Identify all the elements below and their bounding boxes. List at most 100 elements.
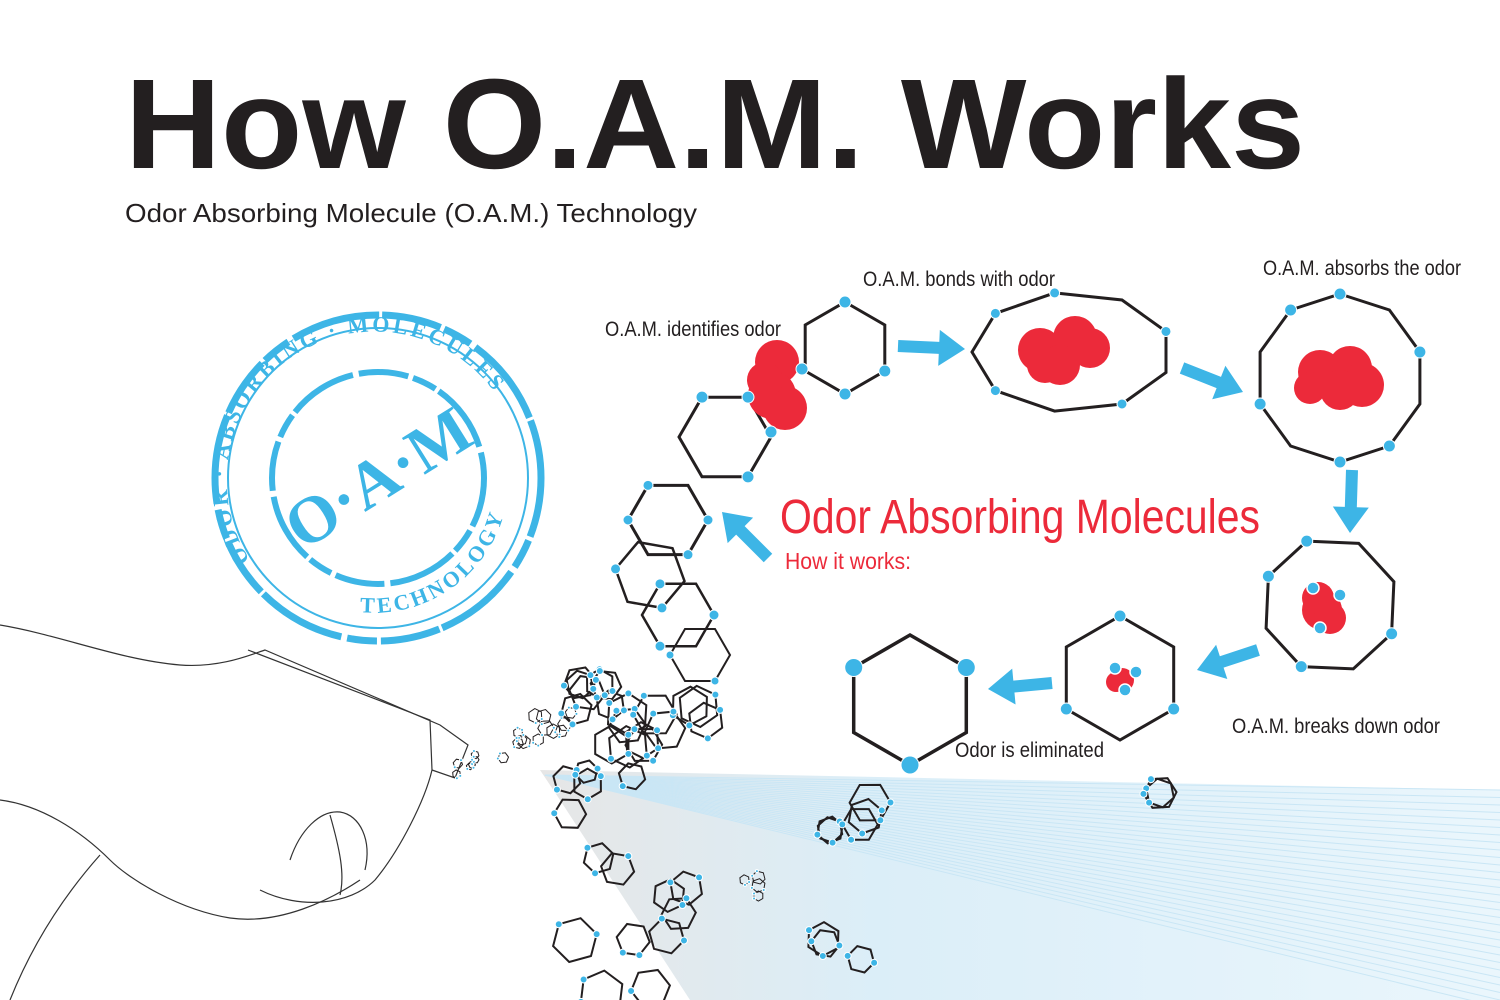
blue-dot — [514, 735, 519, 740]
blue-dot — [1382, 439, 1396, 453]
spray-line — [544, 774, 1500, 918]
blue-dot — [553, 730, 558, 735]
blue-dot — [843, 951, 852, 960]
spray-line — [544, 774, 1500, 798]
page-subtitle: Odor Absorbing Molecule (O.A.M.) Technol… — [125, 198, 697, 228]
step-label-absorbs: O.A.M. absorbs the odor — [1263, 257, 1461, 280]
blue-dot — [514, 739, 519, 744]
step-label-bonds: O.A.M. bonds with odor — [863, 268, 1055, 291]
blue-dot — [682, 894, 691, 903]
spray-line — [544, 774, 1500, 933]
spray-line — [544, 774, 1500, 813]
blue-dot — [1118, 683, 1132, 697]
arrow — [1332, 469, 1369, 533]
blue-dot — [669, 707, 678, 716]
blue-dot — [606, 754, 615, 763]
blue-dot — [619, 706, 628, 715]
blue-dot — [1306, 581, 1320, 595]
spray-line — [544, 774, 1500, 866]
blue-dot — [870, 958, 879, 967]
blue-dot — [876, 816, 885, 825]
blue-dot — [586, 671, 595, 680]
blue-dot — [679, 936, 688, 945]
blue-dot — [1385, 627, 1399, 641]
blue-dot — [642, 751, 651, 760]
hexagon-molecule — [589, 669, 623, 701]
blue-dot — [1129, 665, 1143, 679]
spray-line — [544, 774, 1500, 1000]
hexagon-molecule — [535, 708, 552, 725]
blue-dot — [666, 878, 675, 887]
blue-dot — [624, 749, 633, 758]
spray-line — [544, 774, 1500, 956]
hexagon-molecule — [970, 291, 1168, 413]
blue-dot — [1333, 455, 1347, 469]
blue-dot — [579, 975, 588, 984]
blue-dot — [471, 765, 476, 770]
spray-line — [544, 774, 1500, 926]
hexagon-molecule — [626, 483, 710, 557]
blue-dot — [627, 986, 636, 995]
blue-dot — [583, 795, 592, 804]
blue-dot — [1261, 569, 1275, 583]
stamp-center-text: O·A·M — [272, 393, 485, 564]
blue-dot — [521, 732, 526, 737]
blue-dot — [877, 806, 886, 815]
blue-dot — [989, 307, 1001, 319]
blue-dot — [618, 948, 627, 957]
blue-dot — [1294, 660, 1308, 674]
blue-dot — [710, 676, 720, 686]
blue-dot — [682, 549, 694, 561]
blue-dot — [900, 755, 920, 775]
blue-dot — [512, 745, 517, 750]
blue-dot — [465, 766, 470, 771]
hexagon-molecule — [617, 762, 647, 791]
step-label-identifies: O.A.M. identifies odor — [605, 318, 781, 341]
blue-dot — [752, 896, 757, 901]
spray-line — [544, 774, 1472, 1000]
blue-dot — [595, 666, 604, 675]
blue-dot — [858, 829, 867, 838]
blue-dot — [608, 687, 617, 696]
odor-blob — [1294, 372, 1326, 404]
page-title: How O.A.M. Works — [125, 53, 1305, 196]
blue-dot — [847, 835, 856, 844]
hand-spray-bottle-illustration — [0, 624, 469, 1000]
blue-dot — [835, 941, 844, 950]
hexagon-molecule — [528, 708, 543, 724]
blue-dot — [531, 740, 536, 745]
blue-dot — [828, 838, 837, 847]
blue-dot — [742, 882, 747, 887]
odor-blob — [747, 362, 783, 398]
blue-dot — [1059, 702, 1073, 716]
blue-dot — [592, 693, 601, 702]
blue-dot — [1139, 789, 1148, 798]
blue-dot — [592, 930, 601, 939]
hexagon-molecule — [470, 750, 480, 760]
blue-dot — [630, 725, 639, 734]
blue-dot — [761, 887, 766, 892]
spray-line — [544, 774, 1500, 941]
spray-line — [544, 774, 1500, 836]
spray-line — [544, 774, 1500, 881]
spray-mist — [540, 770, 1500, 1000]
arrow — [722, 512, 773, 563]
blue-dot — [653, 726, 662, 735]
spray-line — [544, 774, 1500, 986]
hexagon-molecule — [1264, 539, 1396, 671]
process-arrows — [722, 329, 1369, 705]
spray-line — [544, 774, 1500, 896]
blue-dot — [1333, 287, 1347, 301]
blue-dot — [610, 563, 622, 575]
blue-dot — [551, 725, 556, 730]
blue-dot — [554, 920, 563, 929]
blue-dot — [1413, 345, 1427, 359]
blue-dot — [635, 951, 644, 960]
blue-dot — [813, 830, 822, 839]
step-label-eliminated: Odor is eliminated — [955, 739, 1104, 762]
blue-dot — [572, 702, 581, 711]
arrow — [897, 329, 965, 366]
blue-dot — [591, 869, 600, 878]
blue-dot — [749, 885, 754, 890]
blue-dot — [805, 926, 814, 935]
